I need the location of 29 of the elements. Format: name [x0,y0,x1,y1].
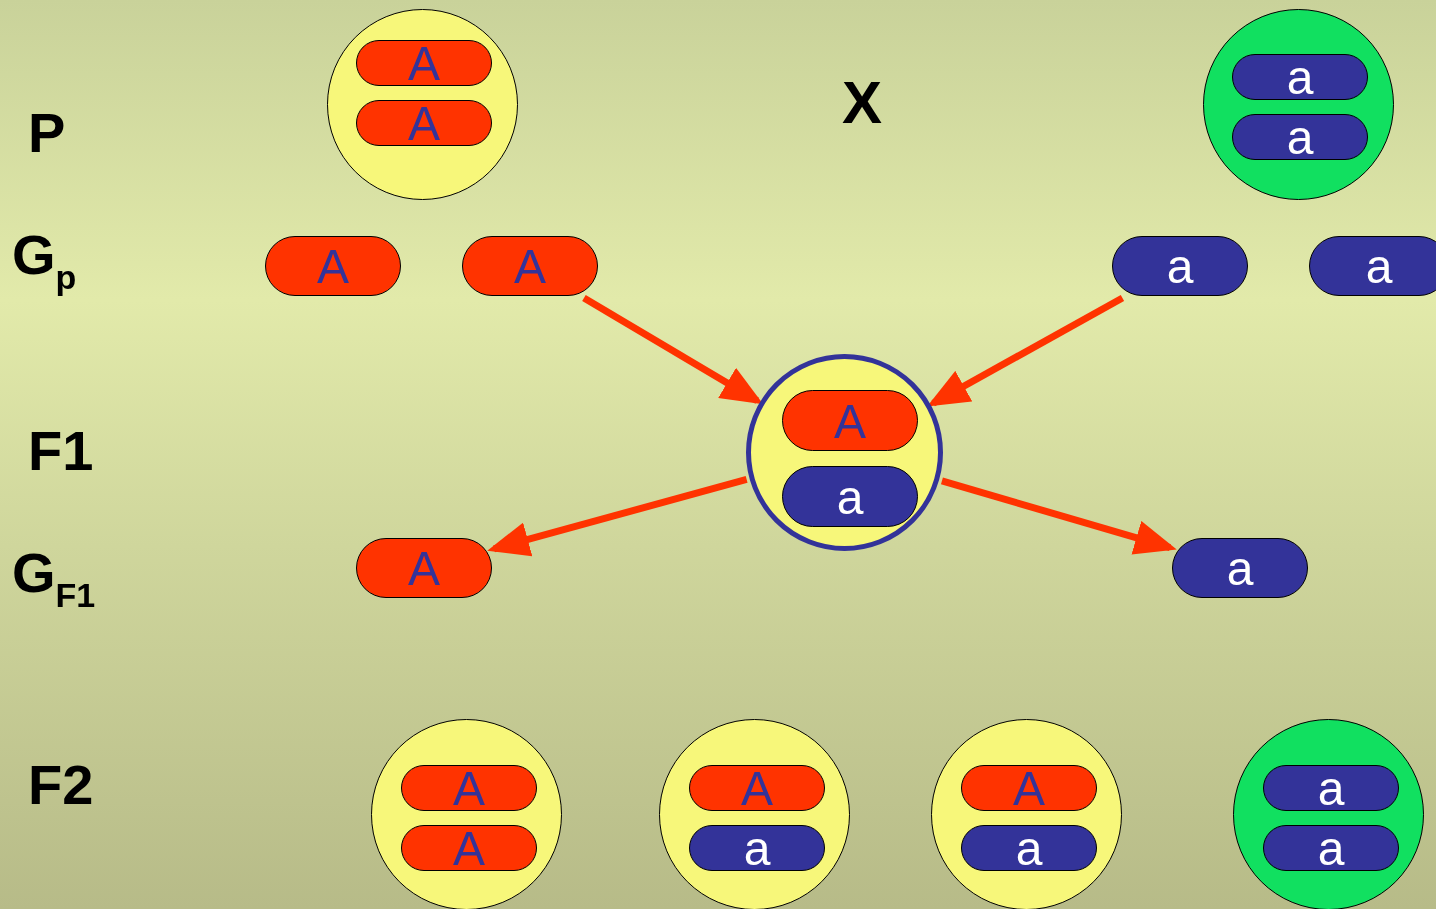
generation-label: G$_{F1}$ [12,540,96,616]
arrow [487,476,748,557]
allele-bar: A [401,825,537,871]
generation-label: F1 [28,418,94,483]
generation-label: F2 [28,752,94,817]
allele-bar: a [782,466,918,527]
allele-bar: a [1112,236,1248,296]
allele-bar: a [1263,825,1399,871]
allele-bar: A [356,538,492,598]
allele-bar: A [782,390,918,451]
allele-bar: A [462,236,598,296]
allele-bar: A [265,236,401,296]
allele-bar: A [689,765,825,811]
allele-bar: A [356,100,492,146]
allele-bar: A [356,40,492,86]
generation-label: P [28,100,66,165]
allele-bar: a [1263,765,1399,811]
allele-bar: a [1232,54,1368,100]
allele-bar: a [1309,236,1436,296]
allele-bar: a [689,825,825,871]
allele-bar: a [961,825,1097,871]
allele-bar: a [1172,538,1308,598]
allele-bar: A [961,765,1097,811]
allele-bar: a [1232,114,1368,160]
generation-label: G$_{p}$ [12,222,77,298]
arrow [927,294,1125,407]
arrow [940,477,1177,555]
allele-bar: A [401,765,537,811]
cross-symbol: X [842,68,883,137]
